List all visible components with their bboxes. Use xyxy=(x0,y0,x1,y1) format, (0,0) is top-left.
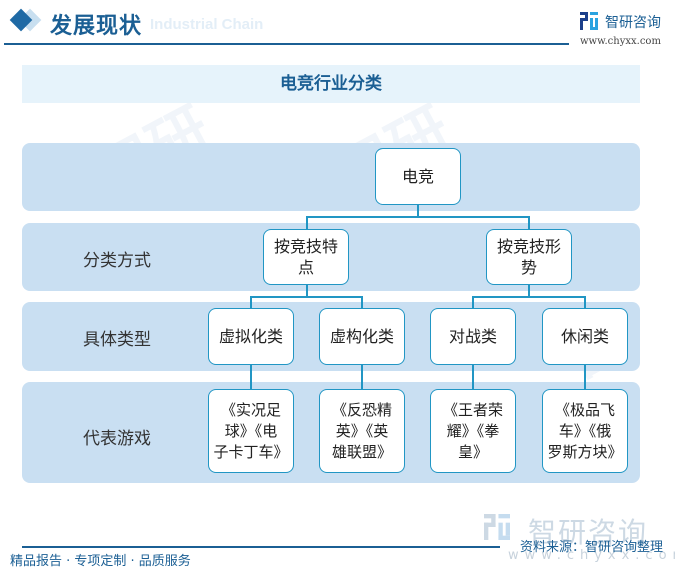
game-line: 皇》 xyxy=(457,442,488,461)
game-line: 雄联盟》 xyxy=(331,442,392,461)
header-divider xyxy=(4,43,569,45)
game-line: 《王者荣 xyxy=(442,400,503,419)
connector xyxy=(472,296,585,298)
node-label: 虚拟化类 xyxy=(218,327,283,346)
game-line: 罗斯方块》 xyxy=(547,442,623,461)
game-line: 球》《电 xyxy=(224,421,278,440)
node-label-line: 按竞技特 xyxy=(273,237,338,256)
game-line: 车》《俄 xyxy=(558,421,612,440)
game-line: 耀》《拳 xyxy=(446,421,500,440)
game-line: 《反恐精 xyxy=(331,400,392,419)
connector xyxy=(361,296,363,309)
node-games-fictional[interactable]: 《反恐精 英》《英 雄联盟》 xyxy=(319,389,405,473)
node-label: 虚构化类 xyxy=(329,327,394,346)
node-type-battle[interactable]: 对战类 xyxy=(430,308,516,365)
connector xyxy=(361,364,363,390)
node-label: 休闲类 xyxy=(560,327,609,346)
connector xyxy=(528,285,530,297)
node-type-casual[interactable]: 休闲类 xyxy=(542,308,628,365)
diagram-title-bar: 电竞行业分类 xyxy=(22,65,640,103)
brand-url: www.chyxx.com xyxy=(580,36,661,47)
connector xyxy=(472,364,474,390)
node-root-label: 电竞 xyxy=(401,167,434,186)
diagram-title: 电竞行业分类 xyxy=(280,74,382,94)
connector xyxy=(417,204,419,217)
connector xyxy=(250,364,252,390)
connector xyxy=(584,296,586,309)
node-type-fictional[interactable]: 虚构化类 xyxy=(319,308,405,365)
node-type-virtualized[interactable]: 虚拟化类 xyxy=(208,308,294,365)
connector xyxy=(472,296,474,309)
node-games-casual[interactable]: 《极品飞 车》《俄 罗斯方块》 xyxy=(542,389,628,473)
node-by-characteristics[interactable]: 按竞技特 点 xyxy=(263,229,349,285)
node-label-line: 势 xyxy=(520,258,537,277)
connector xyxy=(250,296,363,298)
node-by-format[interactable]: 按竞技形 势 xyxy=(486,229,572,285)
game-line: 《实况足 xyxy=(220,400,281,419)
source-note: 资料来源：智研咨询整理 xyxy=(520,540,664,555)
node-root[interactable]: 电竞 xyxy=(375,148,461,205)
footer-divider xyxy=(22,546,500,548)
node-label: 对战类 xyxy=(448,327,497,346)
footer-tagline: 精品报告 · 专项定制 · 品质服务 xyxy=(10,554,191,569)
brand-logo-icon xyxy=(580,12,598,30)
connector xyxy=(306,216,529,218)
connector xyxy=(306,216,308,229)
level-label-classification: 分类方式 xyxy=(83,251,151,271)
level-label-type: 具体类型 xyxy=(83,330,151,350)
watermark-logo-icon xyxy=(484,514,510,540)
node-label-line: 按竞技形 xyxy=(496,237,561,256)
game-line: 英》《英 xyxy=(335,421,389,440)
node-games-virtualized[interactable]: 《实况足 球》《电 子卡丁车》 xyxy=(208,389,294,473)
connector xyxy=(250,296,252,309)
node-games-battle[interactable]: 《王者荣 耀》《拳 皇》 xyxy=(430,389,516,473)
node-label-line: 点 xyxy=(297,258,314,277)
game-line: 子卡丁车》 xyxy=(213,442,289,461)
connector xyxy=(306,285,308,297)
watermark-url: www.chyxx.com xyxy=(508,548,675,563)
connector xyxy=(528,216,530,229)
header-subtitle-ghost: Industrial Chain xyxy=(150,16,264,33)
watermark-brand-name: 智研咨询 xyxy=(528,516,649,549)
level-label-games: 代表游戏 xyxy=(83,429,151,449)
game-line: 《极品飞 xyxy=(554,400,615,419)
band-root xyxy=(22,143,640,211)
brand-name: 智研咨询 xyxy=(605,15,661,31)
connector xyxy=(584,364,586,390)
header-title: 发展现状 xyxy=(50,14,143,39)
